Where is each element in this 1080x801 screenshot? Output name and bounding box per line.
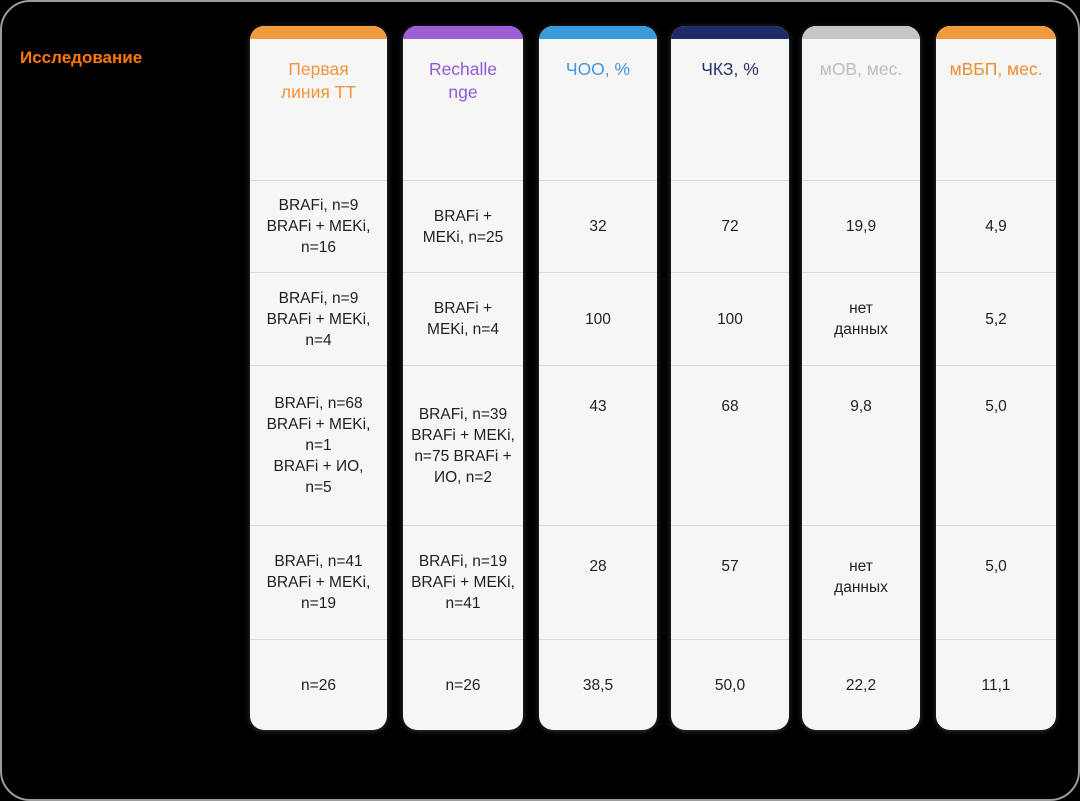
table-cell: BRAFi, n=41 BRAFi + MEKi, n=19 <box>250 525 387 639</box>
table-cell: 50,0 <box>671 639 789 730</box>
table-cell: нет данных <box>802 525 920 639</box>
table-cell: BRAFi, n=39 BRAFi + MEKi, n=75 BRAFi + И… <box>403 365 523 525</box>
column-header-choo-percent: ЧОО, % <box>565 59 631 79</box>
table-cell: 11,1 <box>936 639 1056 730</box>
table-cell: 38,5 <box>539 639 657 730</box>
column-accent-bar <box>403 26 523 39</box>
table-cell: 5,0 <box>936 365 1056 525</box>
table-cell: 72 <box>671 180 789 272</box>
column-card-first-line-tt: Первая линия ТТ BRAFi, n=9 BRAFi + MEKi, … <box>250 26 387 730</box>
table-cell: BRAFi, n=19 BRAFi + MEKi, n=41 <box>403 525 523 639</box>
table-cell: 19,9 <box>802 180 920 272</box>
table-cell: 100 <box>539 272 657 365</box>
table-cell: 5,2 <box>936 272 1056 365</box>
table-cell: BRAFi, n=9 BRAFi + MEKi, n=16 <box>250 180 387 272</box>
table-cell: BRAFi, n=9 BRAFi + MEKi, n=4 <box>250 272 387 365</box>
column-accent-bar <box>802 26 920 39</box>
column-accent-bar <box>250 26 387 39</box>
study-column-label: Исследование <box>20 48 143 67</box>
table-cell: 28 <box>539 525 657 639</box>
table-cell: нет данных <box>802 272 920 365</box>
column-header-mvbp-months: мВБП, мес. <box>949 59 1043 79</box>
column-accent-bar <box>539 26 657 39</box>
table-cell: 4,9 <box>936 180 1056 272</box>
table-cell: 22,2 <box>802 639 920 730</box>
column-header-rechallenge: Rechalle nge <box>428 59 498 102</box>
column-header-chkz-percent: ЧКЗ, % <box>701 59 759 79</box>
table-cell: 57 <box>671 525 789 639</box>
table-cell: 100 <box>671 272 789 365</box>
table-cell: n=26 <box>403 639 523 730</box>
table-cell: BRAFi, n=68 BRAFi + MEKi, n=1 BRAFi + ИО… <box>250 365 387 525</box>
table-cell: 32 <box>539 180 657 272</box>
table-cell: BRAFi + MEKi, n=4 <box>403 272 523 365</box>
table-cell: 68 <box>671 365 789 525</box>
table-cell: 9,8 <box>802 365 920 525</box>
table-cell: n=26 <box>250 639 387 730</box>
column-accent-bar <box>936 26 1056 39</box>
column-accent-bar <box>671 26 789 39</box>
table-cell: BRAFi + MEKi, n=25 <box>403 180 523 272</box>
column-header-first-line-tt: Первая линия ТТ <box>280 59 357 102</box>
table-cell: 43 <box>539 365 657 525</box>
column-header-mov-months: мОВ, мес. <box>819 59 903 79</box>
table-cell: 5,0 <box>936 525 1056 639</box>
